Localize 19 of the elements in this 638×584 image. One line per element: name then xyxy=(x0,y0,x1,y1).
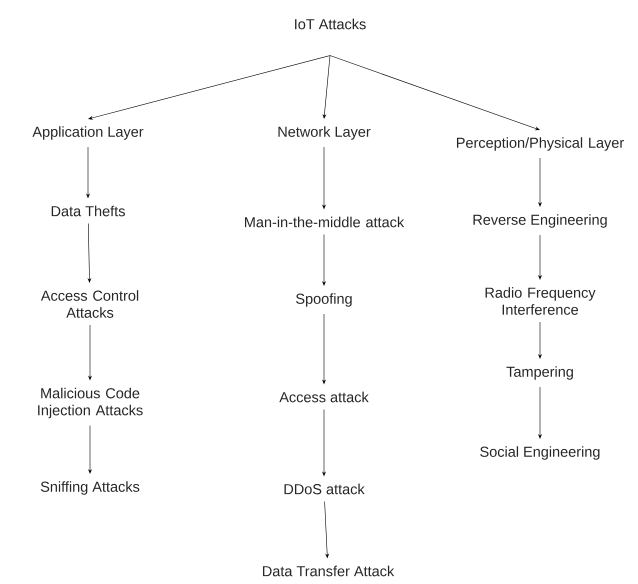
node-label: Access attack xyxy=(279,392,369,402)
node-label: Application Layer xyxy=(32,126,144,140)
arrow xyxy=(330,55,540,130)
node-label: Network Layer xyxy=(278,126,370,140)
node-label: Sniffing Attacks xyxy=(40,481,140,495)
node-label: Tampering xyxy=(506,366,573,380)
node-label: Data Thefts xyxy=(52,206,125,216)
node-label: Man-in-the-middle attack xyxy=(245,216,404,228)
node-label: Radio Frequency Interference xyxy=(486,287,596,315)
node-label: Data Transfer Attack xyxy=(262,566,394,576)
node-label: Reverse Engineering xyxy=(473,214,607,228)
node-label: DDoS attack xyxy=(284,484,365,494)
node-label: Social Engineering xyxy=(480,446,600,460)
node-label: Perception/Physical Layer xyxy=(456,137,624,151)
node-label: Spoofing xyxy=(296,293,352,307)
arrow xyxy=(88,55,330,120)
node-label: IoT Attacks xyxy=(295,18,366,30)
node-label: Malicious Code Injection Attacks xyxy=(38,388,143,418)
node-label: Access Control Attacks xyxy=(40,290,138,318)
